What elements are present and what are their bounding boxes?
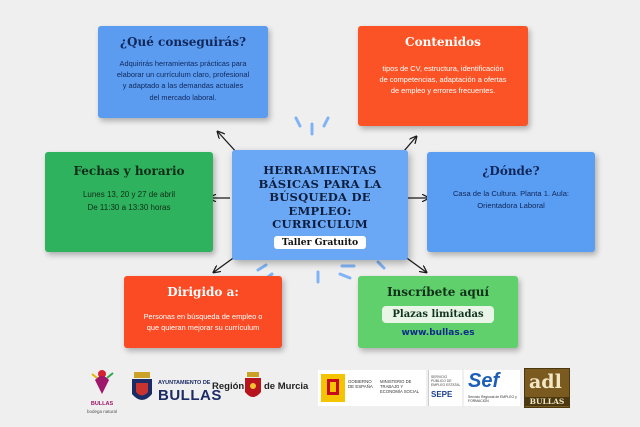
card-title: Dirigido a: [167, 285, 239, 299]
sponsor-logos: BULLAS bodega natural AYUNTAMIENTO DE BU… [0, 358, 640, 427]
ayuntamiento-bullas-logo: AYUNTAMIENTO DE BULLAS [130, 368, 221, 412]
card-inscribete: Inscríbete aquí Plazas limitadas www.bul… [358, 276, 518, 348]
card-body: Casa de la Cultura. Planta 1. Aula: Orie… [452, 189, 570, 210]
coat-of-arms-icon [132, 372, 152, 400]
sef-logo: Sef Servicio Regional de EMPLEO y FORMAC… [464, 370, 520, 406]
card-title: ¿Dónde? [482, 164, 540, 178]
grape-figure-icon [91, 370, 114, 394]
bullas-bodega-logo: BULLAS bodega natural [80, 366, 124, 418]
card-contenidos: Contenidos tipos de CV, estructura, iden… [358, 26, 528, 126]
spain-shield-icon [321, 374, 345, 402]
card-title: ¿Qué conseguirás? [119, 35, 246, 49]
card-que-conseguiras: ¿Qué conseguirás? Adquirirás herramienta… [98, 26, 268, 118]
arrow-to-inscribete [403, 255, 426, 272]
card-dirigido-a: Dirigido a: Personas en búsqueda de empl… [124, 276, 282, 348]
card-body: Lunes 13, 20 y 27 de abril De 11:30 a 13… [82, 190, 176, 212]
card-body: Personas en búsqueda de empleo o que qui… [143, 312, 263, 333]
sepe-logo: SERVICIO PÚBLICO DE EMPLEO ESTATAL SEPE [428, 370, 462, 406]
card-title: Fechas y horario [73, 164, 185, 178]
region-de-murcia-logo: Región de Murcia [212, 372, 312, 406]
taller-gratuito-badge: Taller Gratuito [273, 235, 367, 249]
murcia-crest-icon [245, 372, 261, 397]
plazas-limitadas-badge: Plazas limitadas [382, 306, 494, 323]
registration-link[interactable]: www.bullas.es [401, 328, 475, 338]
card-body: tipos de CV, estructura, identificación … [379, 64, 507, 96]
card-body: Adquirirás herramientas prácticas para e… [116, 59, 250, 102]
card-donde: ¿Dónde? Casa de la Cultura. Planta 1. Au… [427, 152, 595, 252]
workshop-title-card: HERRAMIENTAS BÁSICAS PARA LA BÚSQUEDA DE… [232, 150, 408, 260]
card-title: Contenidos [405, 35, 481, 49]
workshop-title: HERRAMIENTAS BÁSICAS PARA LA BÚSQUEDA DE… [258, 163, 382, 231]
gobierno-espana-logo: GOBIERNO DE ESPAÑA MINISTERIO DE TRABAJO… [318, 370, 426, 406]
adl-bullas-logo: adl BULLAS [524, 368, 570, 408]
card-fechas-horario: Fechas y horario Lunes 13, 20 y 27 de ab… [45, 152, 213, 252]
card-title: Inscríbete aquí [386, 285, 490, 299]
